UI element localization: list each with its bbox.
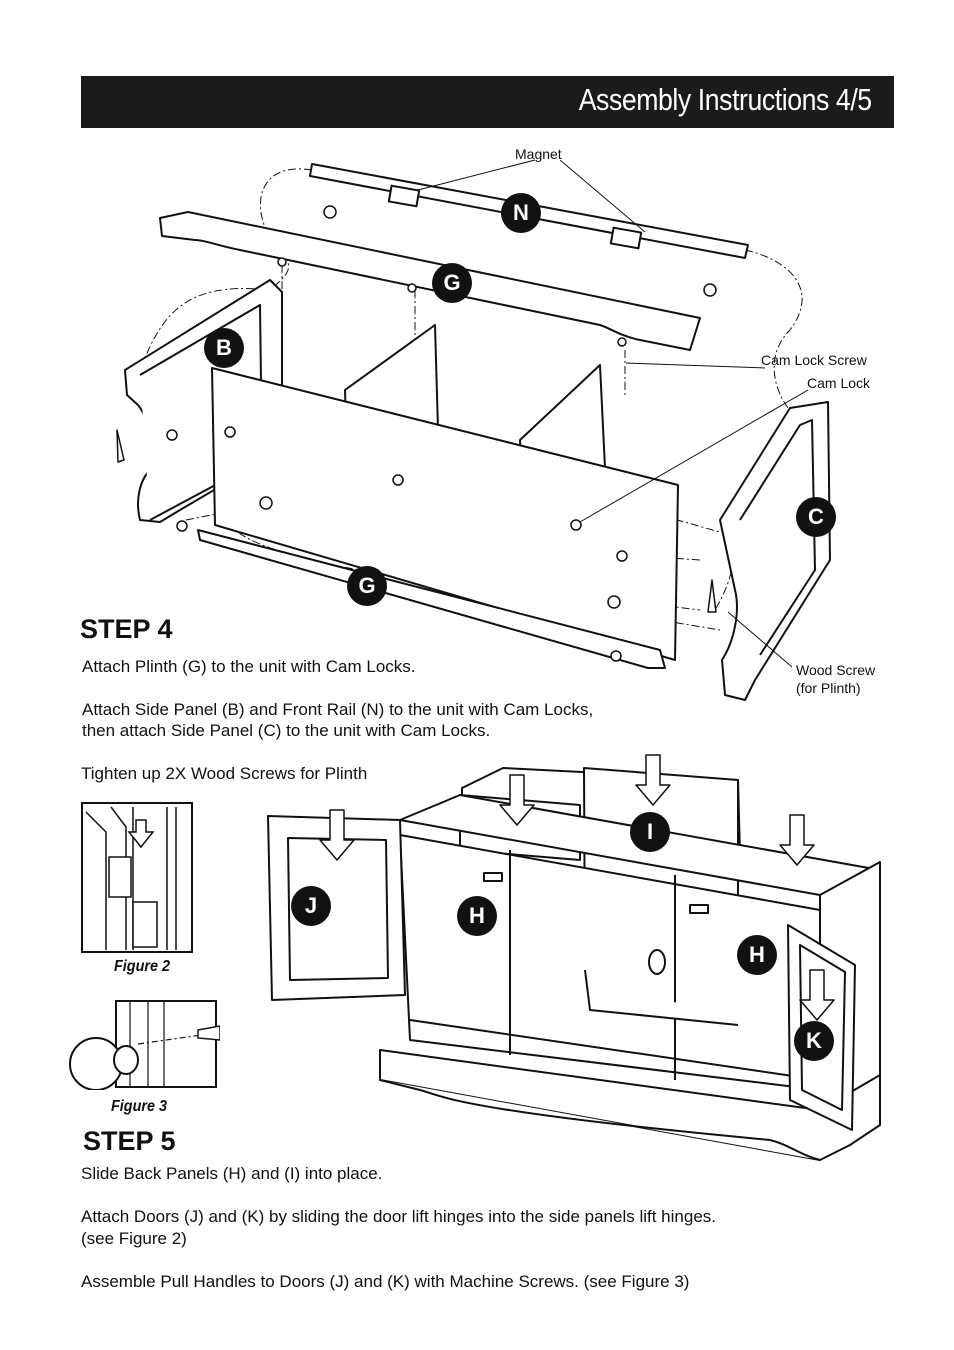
step4-line-2: Attach Side Panel (B) and Front Rail (N)…	[82, 700, 594, 719]
callout-wood-screw-plinth: (for Plinth)	[796, 680, 861, 696]
step4-line-4: Tighten up 2X Wood Screws for Plinth	[81, 764, 368, 783]
callout-magnet: Magnet	[515, 146, 562, 162]
part-label-g-bottom: G	[347, 566, 387, 606]
figure2-hinge-diagram	[81, 802, 193, 953]
part-label-c: C	[796, 497, 836, 537]
part-label-n: N	[501, 193, 541, 233]
step5-line-2: Attach Doors (J) and (K) by sliding the …	[81, 1207, 717, 1226]
part-label-g-top: G	[432, 263, 472, 303]
part-label-h-right: H	[737, 935, 777, 975]
page-header: Assembly Instructions 4/5	[81, 76, 894, 128]
figure2-caption: Figure 2	[114, 958, 171, 975]
step5-line-1: Slide Back Panels (H) and (I) into place…	[81, 1164, 383, 1183]
callout-wood-screw: Wood Screw	[796, 662, 876, 678]
step4-exploded-diagram	[116, 159, 831, 701]
page-title: Assembly Instructions 4/5	[578, 82, 872, 117]
part-label-k: K	[794, 1021, 834, 1061]
part-label-h-left: H	[457, 896, 497, 936]
figure3-caption: Figure 3	[111, 1098, 168, 1115]
callout-cam-lock-screw: Cam Lock Screw	[761, 352, 867, 368]
part-label-b: B	[204, 328, 244, 368]
figure3-handle-diagram	[69, 1000, 220, 1090]
step4-line-1: Attach Plinth (G) to the unit with Cam L…	[82, 657, 416, 676]
step5-cabinet-diagram	[267, 754, 881, 1161]
step5-line-4: Assemble Pull Handles to Doors (J) and (…	[81, 1272, 690, 1291]
part-label-i: I	[630, 812, 670, 852]
callout-cam-lock: Cam Lock	[807, 375, 871, 391]
step5-line-3: (see Figure 2)	[81, 1229, 187, 1248]
step4-heading: STEP 4	[80, 614, 173, 644]
step4-line-3: then attach Side Panel (C) to the unit w…	[82, 721, 491, 740]
step5-heading: STEP 5	[83, 1126, 176, 1156]
part-label-j: J	[291, 886, 331, 926]
